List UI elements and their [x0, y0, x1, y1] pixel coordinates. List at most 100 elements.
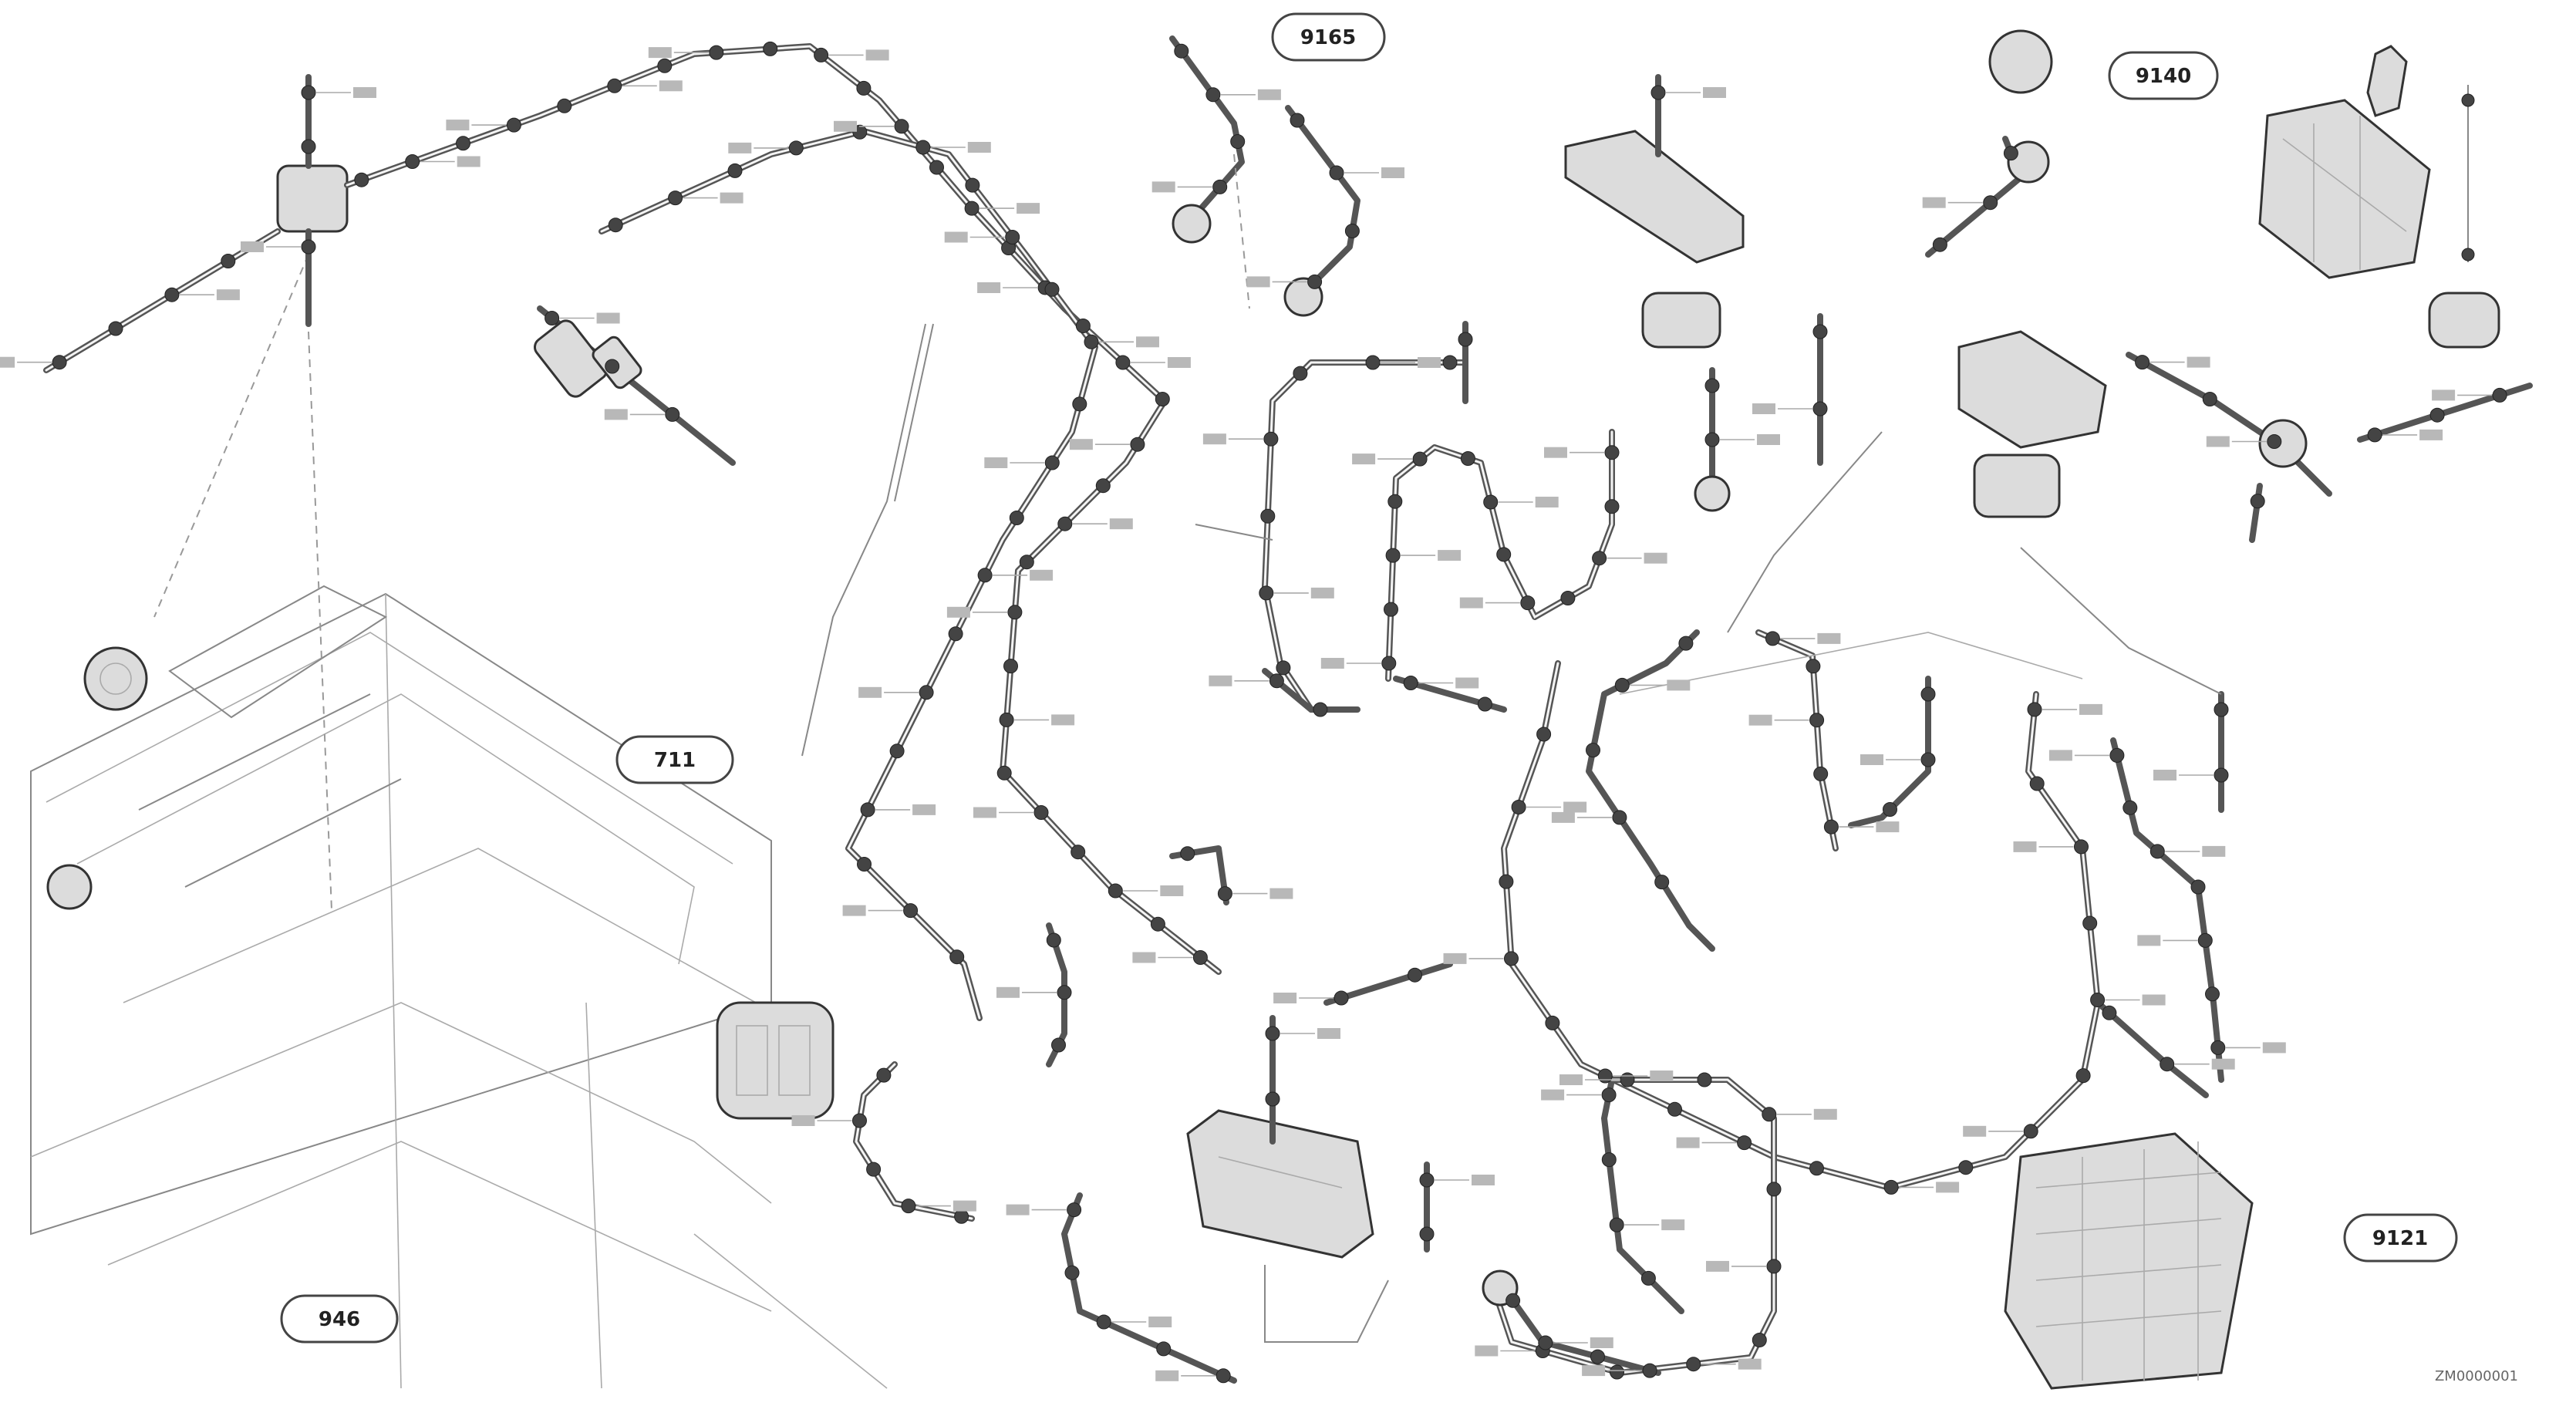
hose-fitting: [1642, 1363, 1657, 1378]
hose-fitting: [1057, 516, 1073, 531]
hose-fitting: [301, 139, 316, 154]
item-number-mark: [1590, 1337, 1613, 1348]
item-number-mark: [648, 47, 672, 59]
hose-fitting: [301, 85, 316, 100]
item-number-mark: [2142, 994, 2166, 1006]
hose-fitting: [1813, 766, 1829, 781]
top-left-valve: [43, 43, 1222, 1021]
item-number-mark: [2137, 935, 2161, 946]
leader-lines: [0, 47, 2493, 1381]
item-number-mark: [1006, 1204, 1030, 1215]
hose-fitting: [1812, 401, 1828, 416]
hose-fitting: [1403, 676, 1418, 690]
hose-fitting: [919, 685, 934, 700]
item-number-mark: [1030, 569, 1054, 581]
hose-fitting: [1809, 1161, 1824, 1176]
hose-fitting: [1192, 950, 1208, 965]
item-number-mark: [1541, 1089, 1565, 1101]
swivel-joint: [83, 646, 148, 711]
item-number-mark: [1381, 167, 1404, 178]
hose-fitting: [788, 140, 804, 156]
hose-fitting: [1604, 499, 1620, 514]
hose-fitting: [1290, 113, 1305, 128]
item-number-mark: [1817, 632, 1841, 644]
item-number-mark: [659, 80, 683, 92]
hose-fitting: [1592, 551, 1607, 566]
hose-fitting: [2075, 1068, 2091, 1084]
hose-fitting: [1505, 1293, 1521, 1308]
hose-fitting: [164, 287, 180, 302]
hose-fitting: [1276, 660, 1291, 676]
hose-fitting: [1614, 677, 1630, 693]
item-number-mark: [2206, 436, 2230, 447]
hose-fitting: [894, 119, 909, 134]
hose-fitting: [2074, 839, 2089, 855]
hose-fitting: [1005, 230, 1020, 244]
top-right-bracket: [1564, 29, 2533, 543]
item-number-mark: [1310, 587, 1334, 598]
hose-fitting: [1075, 319, 1091, 333]
hose-fitting: [1217, 886, 1232, 902]
hose-fitting: [1265, 1091, 1280, 1107]
hose-fitting: [52, 355, 67, 370]
hose-fitting: [1265, 1026, 1280, 1041]
item-number-mark: [241, 241, 264, 252]
valve-block-9121: [2004, 1132, 2254, 1390]
hose-fitting: [1212, 179, 1228, 194]
item-number-mark: [1418, 357, 1441, 368]
item-number-mark: [967, 142, 991, 153]
hose-fitting: [605, 359, 620, 374]
hose-fitting: [1958, 1160, 1974, 1175]
callout-9140: 9140: [2108, 51, 2219, 100]
item-number-mark: [2202, 845, 2226, 857]
hose-fitting: [2082, 915, 2098, 931]
item-number-mark: [2419, 429, 2443, 440]
hose-fitting: [1412, 451, 1428, 467]
hose-fitting: [1419, 1226, 1435, 1242]
item-number-mark: [1273, 993, 1297, 1003]
top-center-hoses: [1169, 35, 1360, 317]
pump-block: [716, 1001, 835, 1120]
hose-fitting: [1344, 224, 1360, 238]
item-number-mark: [1706, 1260, 1729, 1272]
item-number-mark: [984, 457, 1008, 468]
hose-fitting: [2210, 1040, 2226, 1055]
hose-fitting: [1044, 455, 1060, 470]
hose-fitting: [1046, 932, 1061, 948]
hose-fitting: [915, 140, 931, 155]
item-number-mark: [996, 986, 1020, 998]
hose-fitting: [2267, 434, 2282, 449]
callout-label: 946: [319, 1308, 360, 1331]
item-number-mark: [1757, 434, 1780, 445]
hose-fitting: [1384, 602, 1398, 617]
item-number-mark: [2048, 750, 2072, 761]
hose-fitting: [2250, 494, 2265, 509]
hose-fitting: [1095, 478, 1111, 494]
hose-fitting: [1174, 43, 1189, 59]
hose-fitting: [354, 172, 369, 187]
hose-fitting: [1385, 548, 1401, 563]
hose-fitting: [1983, 195, 1998, 211]
hose-fitting: [948, 626, 963, 642]
hose-fitting: [1263, 431, 1279, 447]
hose-fitting: [1806, 659, 1821, 674]
hose-fitting: [557, 98, 572, 113]
hose-fitting: [763, 41, 778, 56]
item-number-mark: [1563, 801, 1587, 813]
item-number-mark: [2432, 389, 2456, 401]
hose-fitting: [2123, 800, 2138, 815]
item-number-mark: [1644, 552, 1667, 564]
item-number-mark: [1160, 885, 1184, 896]
hose-fitting: [1612, 810, 1627, 825]
item-number-mark: [1748, 714, 1772, 726]
item-number-mark: [858, 686, 882, 698]
hose-fitting: [2214, 767, 2229, 783]
item-number-mark: [1109, 518, 1133, 530]
item-number-mark: [1051, 714, 1075, 726]
item-number-mark: [2187, 356, 2210, 368]
item-number-mark: [1317, 1028, 1340, 1039]
item-number-mark: [1167, 357, 1191, 368]
hose-fitting: [1601, 1087, 1617, 1103]
hose-fitting: [1538, 1335, 1553, 1350]
item-number-mark: [1151, 181, 1175, 193]
